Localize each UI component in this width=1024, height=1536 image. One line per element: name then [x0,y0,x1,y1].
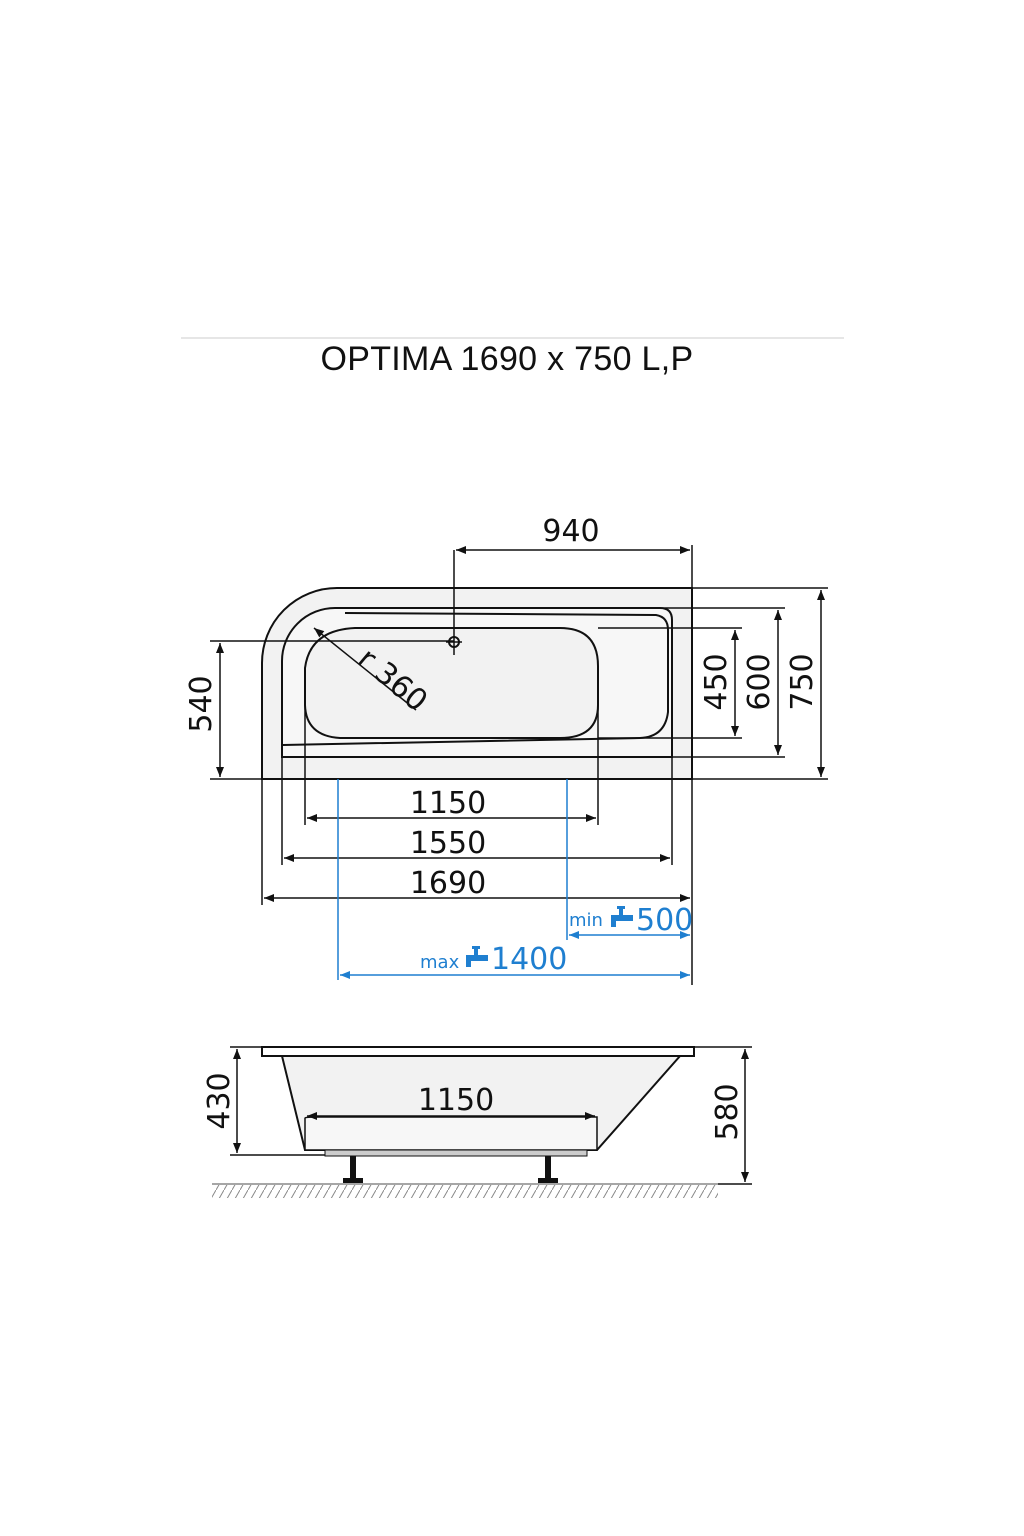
dim-label-600: 600 [742,653,777,710]
tub-inner-bottom-section [304,1116,598,1151]
dim-label-section-1150: 1150 [418,1083,494,1118]
dim-label-450: 450 [699,653,734,710]
tap-max-label: max [420,952,460,973]
dim-label-540: 540 [184,675,219,732]
section-view: 430 1150 580 [202,1046,752,1198]
dim-label-1690: 1690 [410,866,486,901]
dim-label-580: 580 [710,1083,745,1140]
tub-leg-left [350,1156,356,1178]
top-divider [181,337,844,339]
tap-min-label: min [569,910,603,931]
tub-shoulder-contour [282,612,669,746]
dim-label-1150: 1150 [410,786,486,821]
dim-label-940: 940 [542,514,599,549]
tub-leg-right [545,1156,551,1178]
dim-label-750: 750 [785,653,820,710]
floor-hatch [212,1185,718,1198]
tub-base-strip [324,1149,588,1157]
tap-max-value: 1400 [491,942,567,977]
tub-rim-section [261,1046,695,1057]
faucet-icon [466,946,488,967]
faucet-icon [611,906,633,927]
page-title: OPTIMA 1690 x 750 L,P [320,340,694,378]
plan-view: 940 r 360 540 450 600 750 1150 [184,514,828,985]
dim-label-430: 430 [202,1072,237,1129]
dim-label-1550: 1550 [410,826,486,861]
tub-basin-bottom [304,627,599,739]
tap-min-value: 500 [636,903,693,938]
